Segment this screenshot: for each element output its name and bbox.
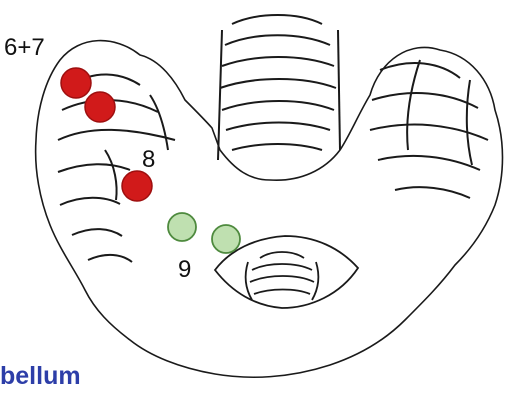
- label-6-7: 6+7: [4, 36, 45, 60]
- vermis-folia: [218, 15, 340, 160]
- green-marker: [168, 213, 196, 241]
- caption-text: bellum: [0, 364, 81, 389]
- green-marker: [212, 225, 240, 253]
- cerebellum-outline: [36, 41, 503, 378]
- label-8: 8: [142, 148, 155, 172]
- red-marker: [122, 171, 152, 201]
- red-marker: [61, 68, 91, 98]
- label-9: 9: [178, 258, 191, 282]
- red-marker: [85, 92, 115, 122]
